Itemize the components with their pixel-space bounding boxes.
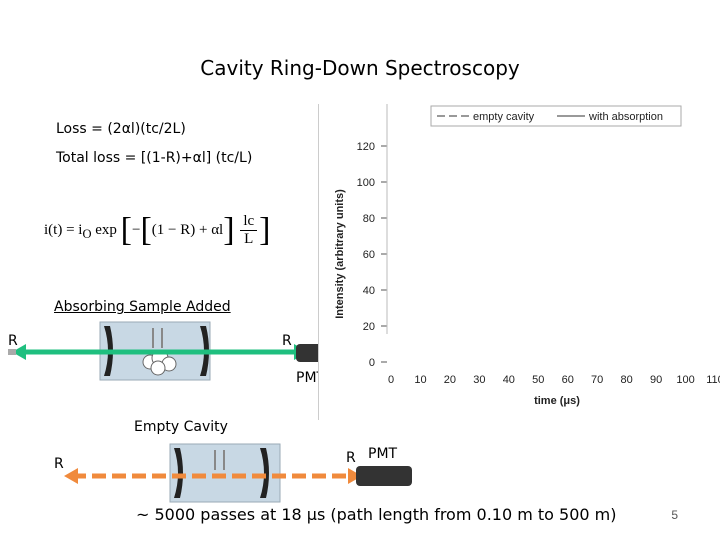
x-tick-label: 90 (650, 374, 662, 386)
absorbing-left-r-label: R (8, 333, 18, 349)
y-tick-label: 40 (363, 285, 375, 297)
empty-left-r-label: R (54, 456, 64, 472)
x-axis-label: time (μs) (534, 395, 580, 407)
y-axis-label: Intensity (arbitrary units) (334, 189, 346, 319)
formula-numerator: lc (240, 213, 258, 231)
formula-inner: (1 − R) + αl (151, 221, 224, 238)
x-tick-label: 0 (388, 374, 394, 386)
empty-cavity-label: Empty Cavity (134, 419, 228, 435)
formula-exp: exp (95, 221, 117, 238)
x-tick-label: 80 (621, 374, 633, 386)
legend-label-empty: empty cavity (473, 111, 535, 123)
passes-caption: ~ 5000 passes at 18 μs (path length from… (136, 505, 617, 524)
y-tick-label: 0 (369, 357, 375, 369)
page-number: 5 (671, 508, 678, 522)
x-tick-label: 60 (562, 374, 574, 386)
empty-setup-diagram (64, 443, 412, 503)
formula-denominator: L (244, 231, 254, 247)
x-tick-label: 50 (532, 374, 544, 386)
formula-lhs: i(t) = i (44, 221, 83, 238)
total-loss-equation: Total loss = [(1-R)+αl] (tc/L) (56, 150, 253, 166)
absorbing-sample-label: Absorbing Sample Added (54, 299, 231, 315)
empty-left-mirror (174, 448, 183, 498)
y-tick-label: 80 (363, 213, 375, 225)
empty-right-mirror (260, 448, 269, 498)
y-tick-label: 20 (363, 321, 375, 333)
formula-sub: O (82, 226, 92, 241)
loss-equation: Loss = (2αl)(tc/2L) (56, 121, 186, 137)
y-tick-label: 120 (357, 141, 375, 153)
y-tick-label: 100 (357, 177, 375, 189)
x-tick-label: 70 (591, 374, 603, 386)
y-tick-label: 60 (363, 249, 375, 261)
absorbing-pmt-label: PMT (296, 370, 326, 386)
page-title: Cavity Ring-Down Spectroscopy (200, 56, 520, 80)
x-tick-label: 110 (706, 374, 720, 386)
absorbing-right-r-label: R (282, 333, 292, 349)
x-tick-label: 10 (414, 374, 426, 386)
legend-label-absorption: with absorption (588, 111, 663, 123)
x-tick-label: 30 (473, 374, 485, 386)
x-tick-label: 20 (444, 374, 456, 386)
empty-pmt-detector (356, 466, 412, 486)
legend-box (430, 105, 682, 127)
empty-pmt-label: PMT (368, 446, 398, 462)
x-tick-label: 100 (676, 374, 694, 386)
x-tick-label: 40 (503, 374, 515, 386)
empty-right-r-label: R (346, 450, 356, 466)
